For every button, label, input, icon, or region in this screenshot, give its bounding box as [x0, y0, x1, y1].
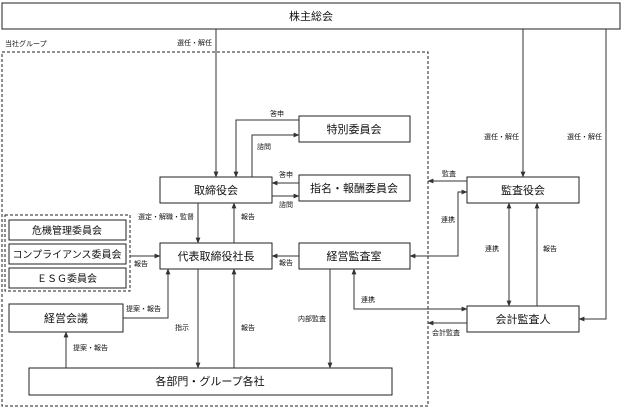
- label-select-supervise: 選定・解職・監督: [138, 212, 194, 221]
- label-report-dept: 報告: [241, 323, 255, 332]
- label-elect-auditor: 選任・解任: [567, 132, 602, 141]
- arrow-proposal-mgmt: [123, 268, 171, 319]
- risk-committee-box: 危機管理委員会: [8, 219, 127, 241]
- shareholders-box: 株主総会: [1, 2, 621, 30]
- audit-board-label: 監査役会: [501, 183, 545, 197]
- label-elect-board: 選任・解任: [177, 38, 212, 47]
- label-proposal-mgmt: 提案・報告: [126, 304, 161, 313]
- arrow-cooperation-audit: [409, 189, 468, 259]
- board-box: 取締役会: [159, 176, 273, 204]
- label-cooperation-internal-auditor: 連携: [361, 295, 375, 304]
- departments-label: 各部門・グループ各社: [155, 374, 264, 388]
- label-audit: 監査: [442, 169, 456, 178]
- arrow-elect-auditor: [578, 29, 607, 322]
- label-answer-nomination: 答申: [279, 170, 293, 179]
- management-meeting-label: 経営会議: [44, 311, 88, 325]
- arrow-cooperation-internal-auditor: [351, 268, 468, 312]
- president-box: 代表取締役社長: [159, 242, 273, 270]
- esg-committee-box: ＥＳＧ委員会: [8, 267, 127, 289]
- label-report-pres-board: 報告: [241, 212, 255, 221]
- board-label: 取締役会: [194, 183, 238, 197]
- internal-audit-box: 経営監査室: [298, 242, 411, 270]
- label-cooperation-audit: 連携: [441, 215, 455, 224]
- label-proposal-dept: 提案・報告: [73, 343, 108, 352]
- nomination-committee-box: 指名・報酬委員会: [298, 174, 411, 202]
- shareholders-label: 株主総会: [289, 9, 333, 23]
- management-meeting-box: 経営会議: [8, 303, 124, 333]
- audit-board-box: 監査役会: [466, 176, 580, 204]
- label-consult-special: 諮問: [257, 142, 271, 151]
- group-label: 当社グループ: [5, 39, 47, 48]
- label-internal-audit: 内部監査: [298, 314, 326, 323]
- label-report-internal: 報告: [279, 258, 293, 267]
- departments-box: 各部門・グループ各社: [28, 367, 393, 396]
- nomination-committee-label: 指名・報酬委員会: [310, 181, 398, 195]
- arrow-answer-special: [233, 119, 299, 178]
- label-consult-nomination: 諮問: [279, 200, 293, 209]
- accounting-auditor-label: 会計監査人: [496, 312, 551, 326]
- arrow-consult-special: [251, 132, 300, 177]
- label-accounting-audit: 会計監査: [432, 328, 460, 337]
- label-instruct: 指示: [175, 323, 189, 332]
- label-elect-audit: 選任・解任: [484, 132, 519, 141]
- risk-committee-label: 危機管理委員会: [32, 224, 102, 237]
- committees-group: 危機管理委員会 コンプライアンス委員会 ＥＳＧ委員会: [4, 214, 131, 292]
- compliance-committee-box: コンプライアンス委員会: [8, 243, 127, 265]
- label-answer-special: 答申: [270, 109, 284, 118]
- internal-audit-label: 経営監査室: [327, 249, 382, 263]
- label-report-auditor-audit: 報告: [543, 244, 557, 253]
- accounting-auditor-box: 会計監査人: [466, 305, 580, 333]
- esg-committee-label: ＥＳＧ委員会: [37, 272, 97, 285]
- special-committee-box: 特別委員会: [298, 115, 411, 143]
- president-label: 代表取締役社長: [178, 249, 255, 263]
- label-report-committees: 報告: [134, 259, 148, 268]
- label-cooperation-audit-auditor: 連携: [485, 244, 499, 253]
- compliance-committee-label: コンプライアンス委員会: [12, 248, 121, 261]
- special-committee-label: 特別委員会: [327, 122, 382, 136]
